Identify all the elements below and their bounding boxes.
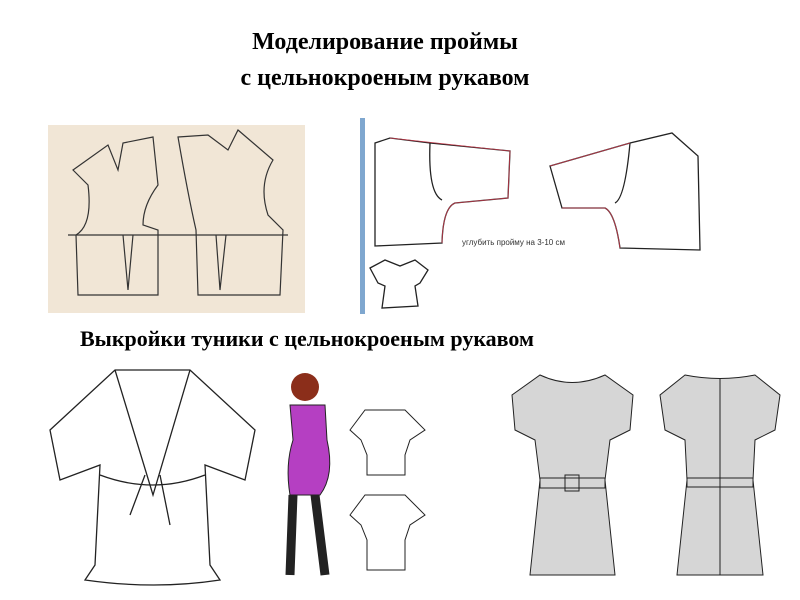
pattern-note: углубить пройму на 3-10 см <box>462 238 565 247</box>
slide-subtitle: Выкройки туники с цельнокроеным рукавом <box>80 326 534 351</box>
armhole-modeling-pattern-image <box>360 118 701 314</box>
model-in-tunic-image <box>285 373 426 576</box>
slide-title-line1: Моделирование проймы <box>252 29 518 55</box>
basic-bodice-pattern-image <box>48 125 305 313</box>
gray-dress-back-image <box>659 374 781 576</box>
gray-dress-front-image <box>511 374 634 576</box>
slide-title-line2: с цельнокроеным рукавом <box>240 65 530 91</box>
tunic-drawing-image <box>49 369 256 586</box>
